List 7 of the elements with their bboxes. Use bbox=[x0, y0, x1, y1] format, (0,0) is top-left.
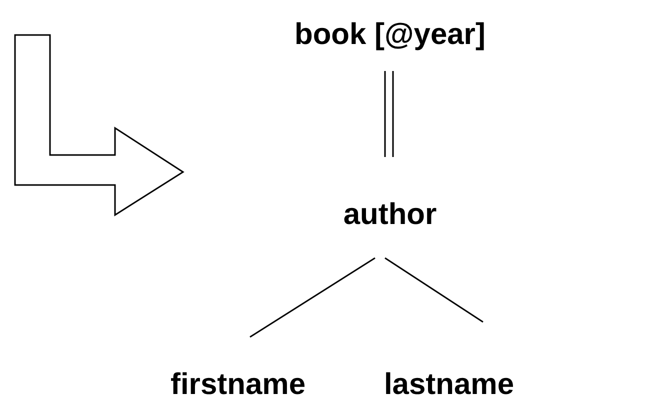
node-label: lastname bbox=[384, 367, 514, 403]
connector-line bbox=[384, 257, 484, 323]
node-label: author bbox=[343, 197, 437, 233]
node-label: firstname bbox=[170, 367, 306, 403]
node-label: book [@year] bbox=[294, 17, 486, 53]
connector-line bbox=[250, 257, 376, 338]
connector-line bbox=[384, 70, 394, 158]
